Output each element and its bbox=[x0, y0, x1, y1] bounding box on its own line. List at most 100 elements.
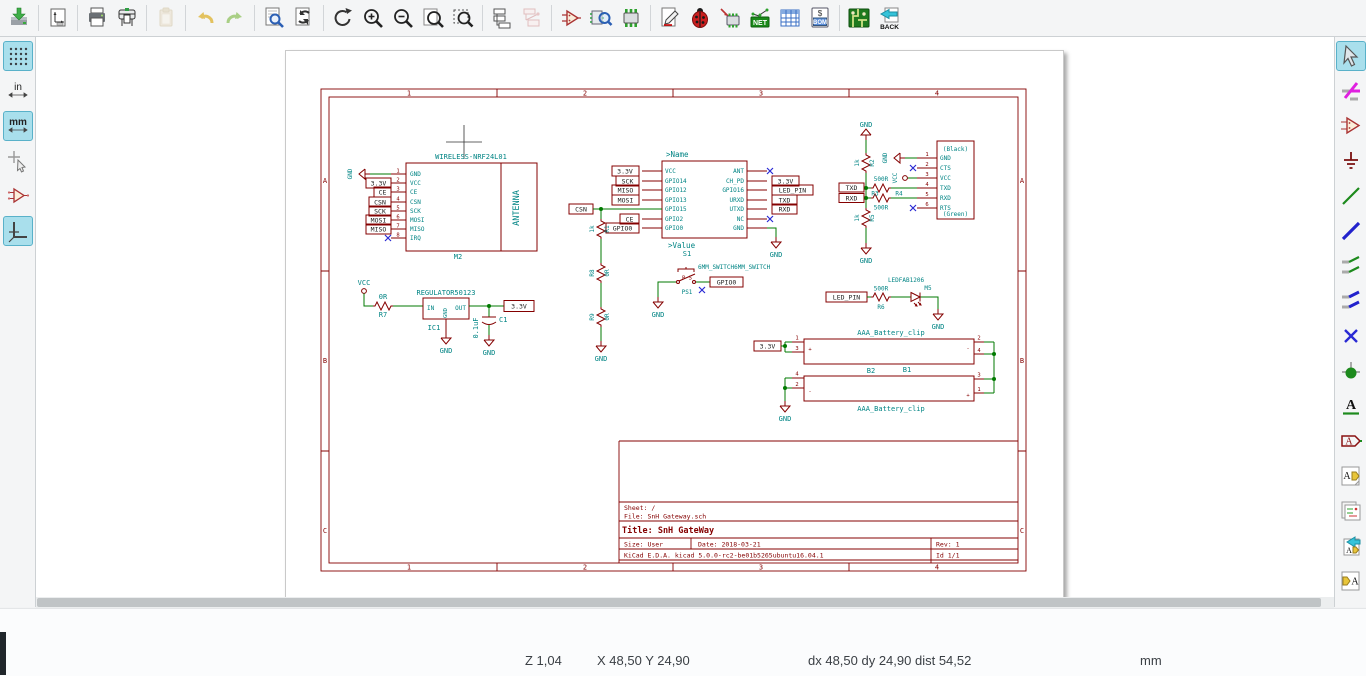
svg-text:WIRELESS-NRF24L01: WIRELESS-NRF24L01 bbox=[435, 153, 507, 161]
hierarchy-navigator-button[interactable] bbox=[487, 3, 517, 33]
zoom-fit-button[interactable] bbox=[418, 3, 448, 33]
fields-table-button[interactable] bbox=[775, 3, 805, 33]
erc-ladybug-icon bbox=[692, 8, 708, 28]
no-connect-button[interactable] bbox=[1336, 321, 1366, 351]
component-switch[interactable]: 6MM_SWITCH6MM_SWITCH P S PS1 GND GPIO0 bbox=[652, 264, 771, 319]
print-button[interactable] bbox=[82, 3, 112, 33]
highlight-net-button[interactable] bbox=[1336, 76, 1366, 106]
status-cursor-position: X 48,50 Y 24,90 bbox=[597, 653, 690, 668]
redraw-button[interactable] bbox=[328, 3, 358, 33]
hv-orientation-button[interactable] bbox=[2, 216, 33, 246]
component-regulator[interactable]: VCC 0R R7 REGULATOR50123 IN OUT GND IC1 … bbox=[358, 279, 535, 357]
svg-text:GPIO14: GPIO14 bbox=[665, 178, 687, 185]
netlist-button[interactable]: NET bbox=[745, 3, 775, 33]
svg-text:+: + bbox=[966, 393, 970, 399]
svg-text:Rev: 1: Rev: 1 bbox=[936, 541, 960, 549]
pcbnew-button[interactable] bbox=[844, 3, 874, 33]
svg-text:GPIO0: GPIO0 bbox=[613, 225, 633, 233]
place-label-button[interactable]: A bbox=[1336, 391, 1366, 421]
place-hierarchical-label-button[interactable]: A bbox=[1336, 461, 1366, 491]
place-global-label-button[interactable]: A bbox=[1336, 426, 1366, 456]
assign-footprints-button[interactable] bbox=[715, 3, 745, 33]
svg-text:A: A bbox=[1345, 398, 1356, 413]
bus-to-bus-entry-button[interactable] bbox=[1336, 286, 1366, 316]
paste-button[interactable] bbox=[151, 3, 181, 33]
svg-text:B: B bbox=[323, 357, 327, 365]
annotate-button[interactable] bbox=[655, 3, 685, 33]
schematic-canvas[interactable]: 1 2 3 4 1 2 3 4 A B C A B C WIREL bbox=[36, 37, 1334, 597]
leave-sheet-button[interactable] bbox=[517, 3, 547, 33]
find-button[interactable] bbox=[259, 3, 289, 33]
svg-text:2: 2 bbox=[583, 90, 587, 98]
place-bus-button[interactable] bbox=[1336, 216, 1366, 246]
scrollbar-thumb[interactable] bbox=[37, 598, 1321, 607]
svg-text:CH_PD: CH_PD bbox=[726, 178, 744, 185]
hierarchical-label-icon: A bbox=[1341, 466, 1360, 486]
zoom-out-button[interactable] bbox=[388, 3, 418, 33]
wire-to-bus-entry-button[interactable] bbox=[1336, 251, 1366, 281]
footprint-editor-button[interactable] bbox=[616, 3, 646, 33]
symbol-editor-button[interactable] bbox=[556, 3, 586, 33]
place-junction-button[interactable] bbox=[1336, 356, 1366, 386]
zoom-selection-button[interactable] bbox=[448, 3, 478, 33]
place-sheet-pin-button[interactable]: A bbox=[1336, 566, 1366, 596]
svg-text:GND: GND bbox=[860, 257, 873, 265]
svg-text:4: 4 bbox=[795, 372, 799, 378]
plot-button[interactable] bbox=[112, 3, 142, 33]
component-serial-header[interactable]: (Black) (Green) 1 2 3 4 5 6 GND CTS VCC … bbox=[838, 121, 975, 265]
undo-button[interactable] bbox=[190, 3, 220, 33]
svg-text:4: 4 bbox=[935, 564, 939, 572]
svg-text:SCK: SCK bbox=[374, 208, 386, 216]
redo-button[interactable] bbox=[220, 3, 250, 33]
hidden-pins-button[interactable] bbox=[3, 181, 33, 211]
svg-text:0R: 0R bbox=[604, 313, 611, 321]
svg-text:3.3V: 3.3V bbox=[617, 168, 633, 176]
grid-toggle-button[interactable] bbox=[2, 41, 33, 71]
zoom-in-button[interactable] bbox=[358, 3, 388, 33]
svg-text:2: 2 bbox=[583, 564, 587, 572]
component-battery-clips[interactable]: 3.3V 1 3 AAA_Battery_clip + - 2 4 B2 B1 bbox=[753, 329, 996, 423]
svg-text:GND: GND bbox=[410, 171, 421, 178]
svg-text:+: + bbox=[808, 347, 812, 353]
save-button[interactable] bbox=[4, 3, 34, 33]
erc-button[interactable] bbox=[685, 3, 715, 33]
svg-text:R8: R8 bbox=[589, 269, 596, 277]
place-power-port-button[interactable] bbox=[1336, 146, 1366, 176]
title-block: Sheet: / File: SnH Gateway.sch Title: Sn… bbox=[618, 440, 1018, 563]
svg-text:MISO: MISO bbox=[410, 226, 425, 233]
zoom-in-icon bbox=[364, 9, 383, 28]
units-inches-button[interactable]: in bbox=[3, 76, 33, 106]
place-hierarchical-sheet-button[interactable] bbox=[1336, 496, 1366, 526]
bom-button[interactable]: $BOM bbox=[805, 3, 835, 33]
paste-icon bbox=[159, 7, 173, 27]
units-mm-button[interactable]: mm bbox=[2, 111, 33, 141]
bom-dollar-text: $ bbox=[818, 9, 823, 18]
svg-text:3.3V: 3.3V bbox=[778, 178, 794, 186]
zoom-out-icon bbox=[394, 9, 413, 28]
page-settings-button[interactable] bbox=[43, 3, 73, 33]
cursor-shape-button[interactable] bbox=[3, 146, 33, 176]
svg-text:3.3V: 3.3V bbox=[371, 180, 387, 188]
svg-text:B1: B1 bbox=[903, 366, 911, 374]
horizontal-scrollbar[interactable] bbox=[36, 597, 1334, 608]
cursor-icon bbox=[1342, 44, 1358, 67]
component-esp-module[interactable]: >Name >Value S1 VCC GPIO14 GPIO12 GPIO13… bbox=[568, 150, 814, 259]
svg-text:3: 3 bbox=[759, 564, 763, 572]
svg-text:A: A bbox=[1351, 577, 1359, 588]
redraw-icon bbox=[334, 8, 352, 26]
svg-text:7: 7 bbox=[396, 224, 399, 230]
component-nrf24-module[interactable]: WIRELESS-NRF24L01 ANTENNA M2 1 2 3 4 5 6… bbox=[347, 153, 538, 261]
svg-text:MOSI: MOSI bbox=[371, 217, 387, 225]
resistor-chain[interactable]: 1k R1 R8 0R R9 0R GND bbox=[589, 209, 611, 363]
place-wire-button[interactable] bbox=[1336, 181, 1366, 211]
svg-text:(Black): (Black) bbox=[943, 146, 968, 153]
import-sheet-pin-button[interactable]: A bbox=[1336, 531, 1366, 561]
component-led[interactable]: LED_PIN 500R R6 LEDFAB1206 M5 GND bbox=[825, 277, 944, 331]
find-replace-button[interactable] bbox=[289, 3, 319, 33]
svg-text:GND: GND bbox=[779, 415, 792, 423]
select-tool-button[interactable] bbox=[1335, 41, 1366, 71]
back-import-button[interactable]: BACK bbox=[874, 3, 904, 33]
place-symbol-button[interactable] bbox=[1336, 111, 1366, 141]
symbol-browser-button[interactable] bbox=[586, 3, 616, 33]
svg-text:2: 2 bbox=[977, 336, 980, 342]
